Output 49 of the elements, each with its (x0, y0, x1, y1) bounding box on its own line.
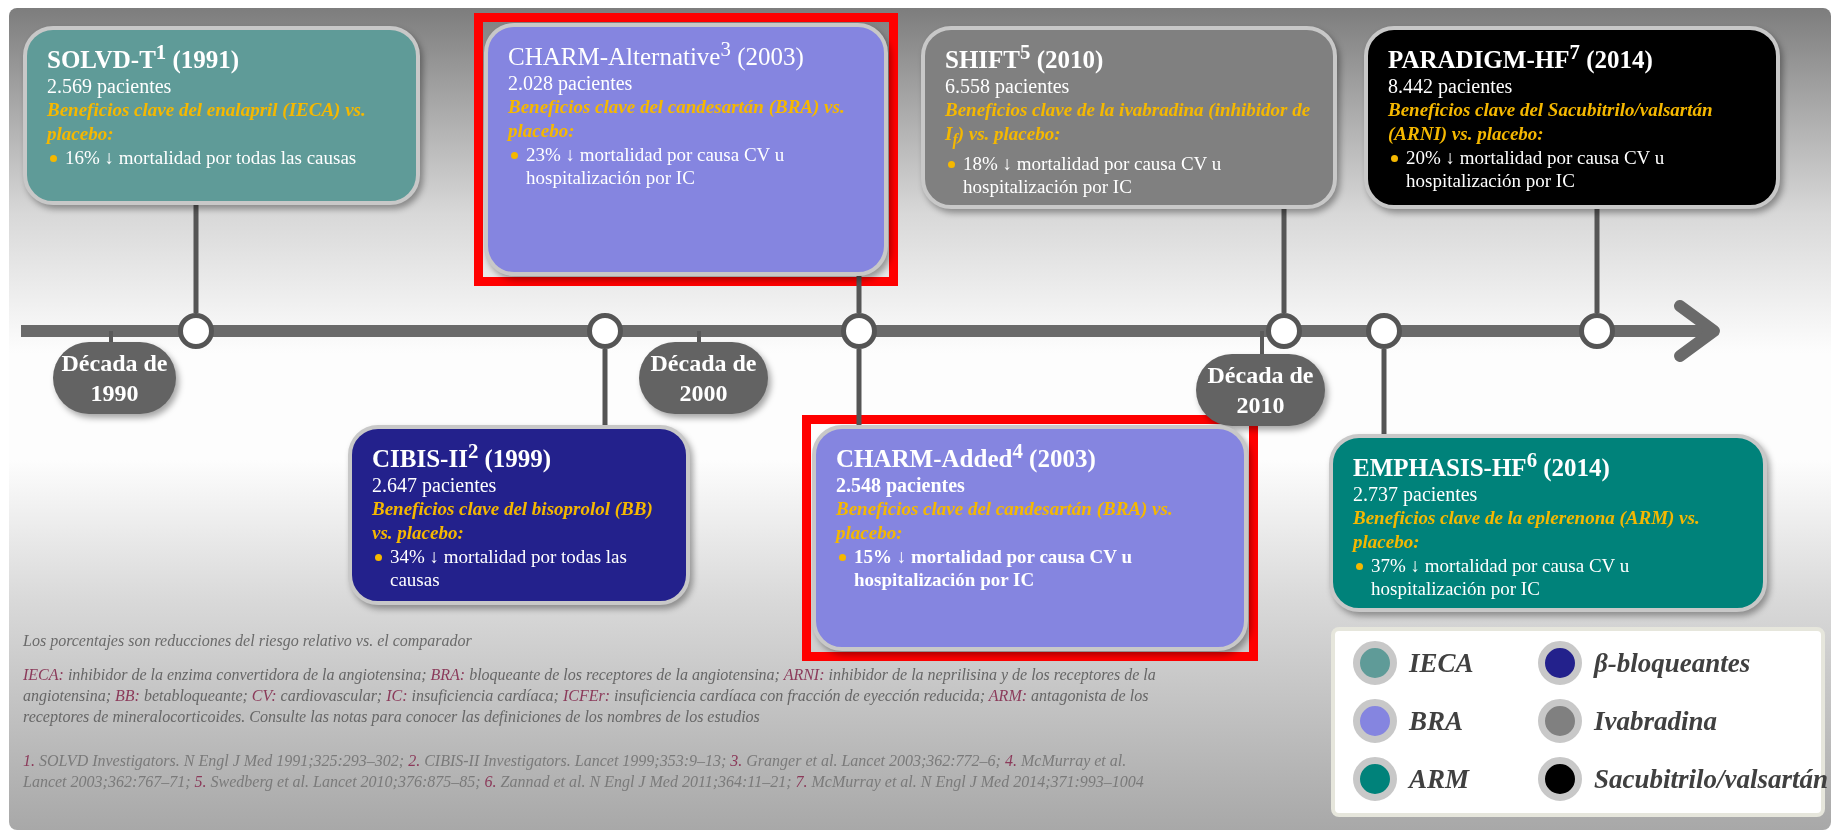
connector-line (856, 349, 862, 425)
benefit-heading: Beneficios clave de la eplerenona (ARM) vs. placebo: (1353, 506, 1701, 555)
connector-line (602, 349, 608, 425)
patient-count: 2.028 pacientes (508, 71, 634, 96)
legend-text: Sacubitrilo/valsartán (1594, 763, 1829, 795)
trial-card (1329, 434, 1767, 612)
connector-line (1281, 209, 1287, 313)
trial-card (1364, 26, 1780, 209)
legend-text: ARM (1409, 763, 1470, 795)
benefit-result: 15% ↓ mortalidad por causa CV u hospitalización por IC (854, 546, 1132, 591)
connector-line (1594, 209, 1600, 313)
patient-count: 2.548 pacientes (836, 473, 966, 498)
benefit-heading: Beneficios clave de la ivabradina (inhibidor de I$_{f}$) vs. placebo: (945, 98, 1312, 151)
note-text: Los porcentajes son reducciones del riesgo relativo vs. el comparador (23, 631, 473, 651)
connector-line (193, 205, 199, 313)
benefit-heading: Beneficios clave del bisoprolol (BB) vs. placebo: (372, 497, 654, 546)
trial-title: SHIFT$^{5}$ (2010) (945, 39, 1105, 75)
patient-count: 2.569 pacientes (47, 74, 173, 99)
connector-line (1381, 349, 1387, 434)
patient-count: 6.558 pacientes (945, 74, 1071, 99)
legend-text: β-bloqueantes (1594, 647, 1751, 679)
trial-title: CHARM-Alternative$^{3}$ (2003) (508, 36, 805, 72)
benefit-heading: Beneficios clave del candesartán (BRA) vs. placebo: (836, 497, 1174, 546)
trial-title: SOLVD-T$^{1}$ (1991) (47, 39, 241, 75)
benefit-result: 20% ↓ mortalidad por causa CV u hospitalización por IC (1406, 147, 1665, 192)
benefit-result: 16% ↓ mortalidad por todas las causas (65, 147, 357, 169)
trial-title: EMPHASIS-HF$^{6}$ (2014) (1353, 447, 1611, 483)
trial-title: CIBIS-II$^{2}$ (1999) (372, 438, 553, 474)
legend-text: BRA (1409, 705, 1464, 737)
connector-line (856, 276, 862, 313)
benefit-heading: Beneficios clave del Sacubitrilo/valsartán (ARNI) vs. placebo: (1388, 98, 1714, 147)
legend-text: IECA (1409, 647, 1474, 679)
trial-title: CHARM-Added$^{4}$ (2003) (836, 438, 1097, 474)
trial-card (348, 425, 690, 605)
benefit-result: 23% ↓ mortalidad por causa CV u hospitalización por IC (526, 144, 785, 189)
trial-card (23, 26, 420, 205)
trial-card (921, 26, 1337, 209)
benefit-result: 37% ↓ mortalidad por causa CV u hospitalización por IC (1371, 555, 1630, 600)
benefit-result: 34% ↓ mortalidad por todas las causas (390, 546, 627, 591)
benefit-heading: Beneficios clave del candesartán (BRA) vs. placebo: (508, 95, 846, 144)
patient-count: 2.647 pacientes (372, 473, 498, 498)
benefit-result: 18% ↓ mortalidad por causa CV u hospitalización por IC (963, 153, 1222, 198)
benefit-heading: Beneficios clave del enalapril (IECA) vs. placebo: (47, 98, 367, 147)
abbreviations-text: IECA: inhibidor de la enzima convertidora de la angiotensina; BRA: bloqueante de los receptores de la angiotensina; ARNI: inhibidor de la neprilisina y de los receptores de la angiotensina; BB: betabloqueante; CV: cardiovascular; IC: insuficiencia cardíaca; ICFEr: insuficiencia cardíaca con fracción de eyección reducida; ARM: antagonista de los receptores de mineralocorticoides. Consulte las notas para conocer las definiciones de los nombres de los estudios (23, 665, 1157, 727)
trial-title: PARADIGM-HF$^{7}$ (2014) (1388, 39, 1654, 75)
patient-count: 2.737 pacientes (1353, 482, 1479, 507)
patient-count: 8.442 pacientes (1388, 74, 1514, 99)
references-text: 1. SOLVD Investigators. N Engl J Med 1991;325:293–302; 2. CIBIS-II Investigators. Lancet 1999;353:9–13; 3. Granger et al. Lancet 2003;362:772–6; 4. McMurray et al. Lancet 2003;362:767–71; 5. Swedberg et al. Lancet 2010;376:875–85; 6. Zannad et al. N Engl J Med 2011;364:11–21; 7. McMurray et al. N Engl J Med 2014;371:993–1004 (23, 751, 1145, 792)
legend-text: Ivabradina (1594, 705, 1718, 737)
